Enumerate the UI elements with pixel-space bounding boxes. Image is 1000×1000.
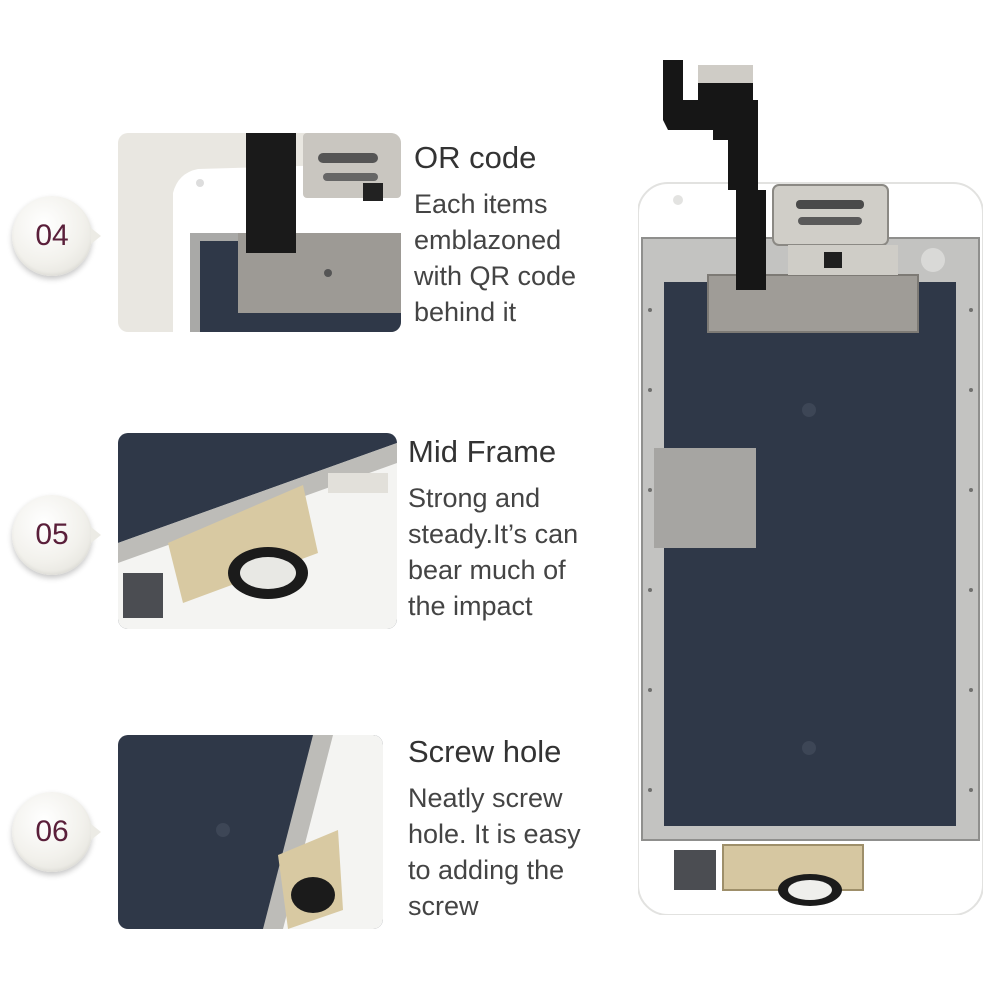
feature-description-line: with QR code — [414, 261, 577, 291]
feature-number: 05 — [35, 518, 69, 551]
feature-title: Mid Frame — [408, 434, 557, 469]
feature-qr-code: 04 OR code Each items emblazoned with QR… — [0, 0, 620, 332]
feature-description-line: behind it — [414, 297, 517, 327]
feature-description: Strong and steady.It’s can bear much of … — [408, 480, 578, 624]
feature-screw-hole: 06 Screw hole Neatly screw hole. It is e… — [0, 0, 620, 929]
feature-description-line: the impact — [408, 591, 533, 621]
feature-description-line: Neatly screw — [408, 783, 563, 813]
feature-description-line: to adding the — [408, 855, 565, 885]
feature-description-line: screw — [408, 891, 479, 921]
qr-code-closeup-image — [118, 133, 401, 332]
feature-description: Neatly screw hole. It is easy to adding … — [408, 780, 581, 924]
feature-mid-frame: 05 Mid Frame Strong and steady.It’s can … — [0, 0, 620, 629]
phone-screen-assembly-image — [637, 60, 984, 916]
feature-number: 06 — [35, 815, 69, 848]
feature-number: 04 — [35, 219, 69, 252]
feature-description-line: emblazoned — [414, 225, 562, 255]
feature-description-line: Each items — [414, 189, 548, 219]
feature-badge: 06 — [12, 792, 101, 872]
feature-description-line: bear much of — [408, 555, 566, 585]
feature-title: Screw hole — [408, 734, 562, 769]
feature-title: OR code — [414, 140, 537, 175]
feature-badge: 05 — [12, 495, 101, 575]
screw-hole-closeup-image — [118, 735, 383, 929]
feature-description-line: steady.It’s can — [408, 519, 579, 549]
mid-frame-closeup-image — [118, 433, 397, 629]
feature-description: Each items emblazoned with QR code behin… — [414, 186, 576, 330]
feature-badge: 04 — [12, 196, 101, 276]
feature-description-line: hole. It is easy — [408, 819, 581, 849]
feature-description-line: Strong and — [408, 483, 541, 513]
